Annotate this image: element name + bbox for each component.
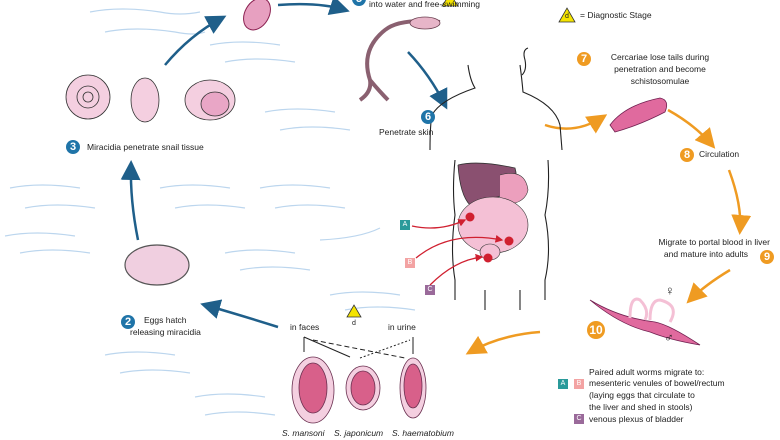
adults-ab-line: (laying eggs that circulate to xyxy=(589,390,695,400)
adult-worms xyxy=(589,299,701,346)
species-japonicum: S. japonicum xyxy=(334,428,384,438)
step-2-label: Eggs hatch releasing miracidia xyxy=(130,314,210,338)
step-7-badge: 7 xyxy=(577,52,591,66)
step-9-label: Migrate to portal blood in liver and mat… xyxy=(650,236,770,260)
schistosomulum xyxy=(609,97,668,133)
site-dots xyxy=(465,212,514,263)
note-tag-c: C xyxy=(574,414,584,424)
tag-a: A xyxy=(400,220,410,230)
blue-arrows xyxy=(120,0,448,329)
step-7-line: penetration and become xyxy=(614,64,706,74)
cercaria xyxy=(358,19,441,102)
orange-arrows xyxy=(465,108,752,355)
tag-c: C xyxy=(425,285,435,295)
step-3-label: Miracidia penetrate snail tissue xyxy=(87,142,204,152)
hatching-egg xyxy=(124,244,190,286)
miracidium xyxy=(243,0,271,31)
step-6-label: Penetrate skin xyxy=(379,127,434,137)
adults-heading: Paired adult worms migrate to: xyxy=(589,367,705,377)
adults-ab-text: mesenteric venules of bowel/rectum (layi… xyxy=(589,377,725,413)
male-symbol: ♂ xyxy=(664,330,674,345)
legend-symbol: d xyxy=(565,13,569,20)
note-tag-b: B xyxy=(574,379,584,389)
site-pointers xyxy=(411,219,504,286)
step-5-badge: 5 xyxy=(352,0,366,6)
egg-links xyxy=(303,336,414,359)
legend-label: = Diagnostic Stage xyxy=(580,10,652,20)
egg-shapes xyxy=(291,356,427,424)
step-9-badge: 9 xyxy=(760,250,774,264)
step-5-label: into water and free-swimming xyxy=(369,0,481,9)
step-2-badge: 2 xyxy=(121,315,135,329)
eggs-diagnostic-symbol: d xyxy=(352,320,356,327)
step-3-badge: 3 xyxy=(66,140,80,154)
adults-c-text: venous plexus of bladder xyxy=(589,414,684,424)
step-7-line: schistosomulae xyxy=(630,76,690,86)
step-2-line: releasing miracidia xyxy=(130,327,201,337)
step-10-badge: 10 xyxy=(587,321,605,339)
step-7-line: Cercariae lose tails during xyxy=(610,52,710,62)
step-2-line: Eggs hatch xyxy=(144,315,187,325)
step-8-badge: 8 xyxy=(680,148,694,162)
water-ripples xyxy=(4,8,416,416)
step-9-line: Migrate to portal blood in liver xyxy=(658,237,770,247)
step-6-badge: 6 xyxy=(421,110,435,124)
tag-b: B xyxy=(405,258,415,268)
step-9-line: and mature into adults xyxy=(663,249,748,259)
adults-ab-line: mesenteric venules of bowel/rectum xyxy=(589,378,725,388)
snails xyxy=(65,74,236,123)
adults-ab-line: the liver and shed in stools) xyxy=(589,402,693,412)
female-symbol: ♀ xyxy=(665,283,675,298)
human-body xyxy=(429,47,563,310)
step-8-label: Circulation xyxy=(699,149,740,159)
note-tag-a: A xyxy=(558,379,568,389)
in-urine-label: in urine xyxy=(388,322,416,332)
in-faeces-label: in faces xyxy=(290,322,320,332)
step-7-label: Cercariae lose tails during penetration … xyxy=(590,51,730,87)
diagnostic-stage-icon xyxy=(346,0,576,318)
species-haematobium: S. haematobium xyxy=(392,428,454,438)
species-mansoni: S. mansoni xyxy=(282,428,325,438)
